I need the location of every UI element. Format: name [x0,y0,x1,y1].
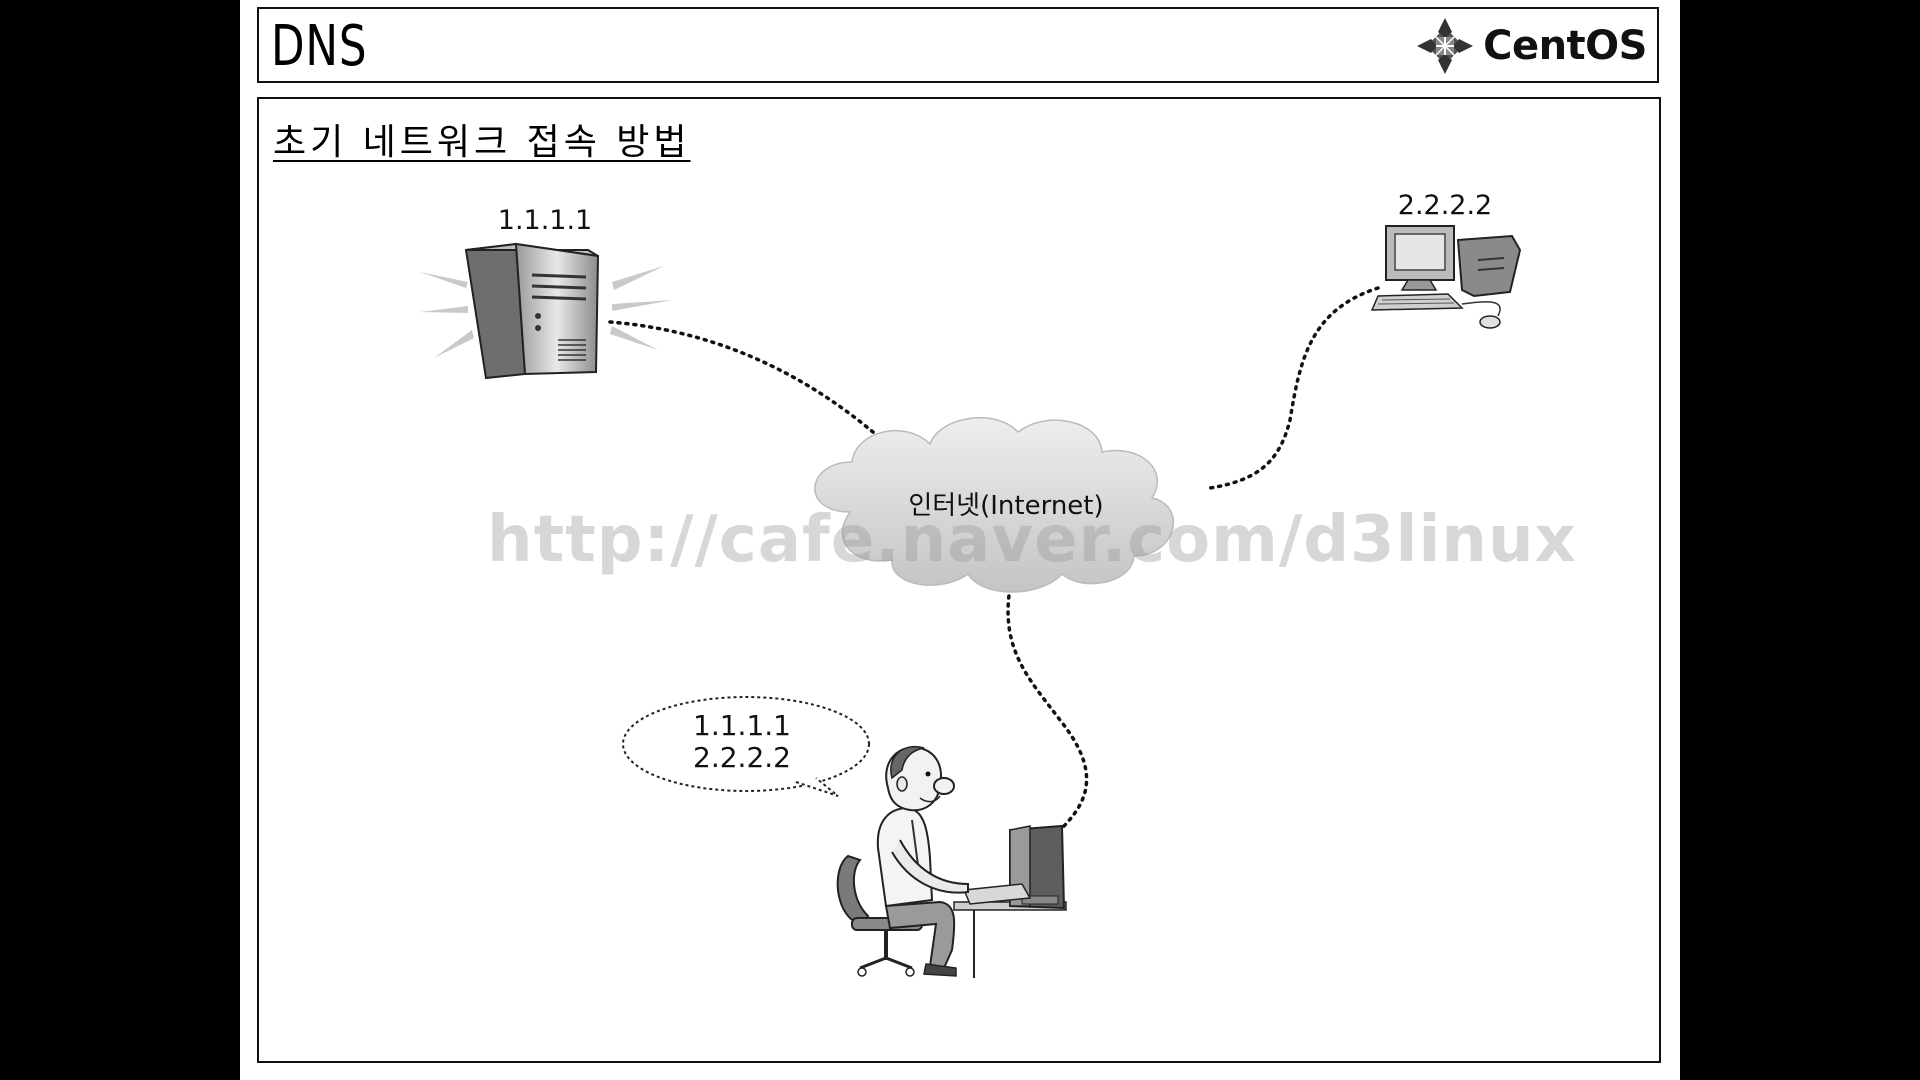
server-node: 1.1.1.1 [420,205,673,380]
person-at-computer-icon [836,745,1067,978]
server-tower-icon [420,242,673,380]
thought-line-1: 1.1.1.1 [693,709,791,742]
connection-server-internet [608,320,904,460]
content-panel: 초기 네트워크 접속 방법 [257,97,1661,1063]
connection-user-internet [1006,586,1089,830]
header-bar: DNS CentOS [257,7,1659,83]
desktop-node: 2.2.2.2 [1370,190,1522,329]
server-ip-label: 1.1.1.1 [498,205,592,236]
desktop-computer-icon [1370,225,1522,329]
centos-logo: CentOS [1415,14,1647,78]
connection-desktop-internet [1208,286,1380,490]
thought-line-2: 2.2.2.2 [693,741,791,774]
logo-text: CentOS [1483,23,1647,69]
cloud-icon [814,417,1175,593]
centos-logo-icon [1417,18,1474,74]
internet-label: 인터넷(Internet) [908,491,1103,521]
slide-title: DNS [271,14,368,79]
desktop-ip-label: 2.2.2.2 [1398,190,1492,221]
network-diagram: 1.1.1.1 [420,190,1522,978]
section-title: 초기 네트워크 접속 방법 [273,122,691,163]
internet-cloud: 인터넷(Internet) [814,417,1175,593]
thought-bubble: 1.1.1.1 2.2.2.2 [622,696,870,797]
slide: DNS CentOS 초기 네트워크 접속 방법 [240,0,1680,1080]
